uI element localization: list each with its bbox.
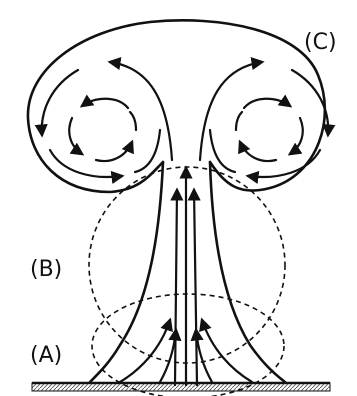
left-vortex-outer-right bbox=[135, 130, 160, 172]
base-inflow-right bbox=[202, 320, 252, 382]
stem-inner-left-flow bbox=[175, 190, 177, 385]
left-vortex-inner-left bbox=[69, 118, 82, 154]
right-vortex-inner-bottom bbox=[240, 142, 276, 161]
right-vortex-inner-left bbox=[236, 112, 242, 130]
left-vortex-inner-right bbox=[130, 112, 136, 130]
left-vortex-outer-bottom bbox=[50, 150, 122, 177]
left-vortex-outer-left bbox=[42, 70, 78, 135]
stem-right-edge bbox=[210, 162, 285, 382]
stage-c-label: (C) bbox=[304, 30, 337, 55]
right-vortex-outer-bottom bbox=[248, 150, 320, 177]
right-vortex-outer-top bbox=[200, 62, 262, 160]
right-vortex-inner-right bbox=[290, 118, 303, 154]
base-inflow-left bbox=[120, 320, 170, 382]
stage-a-label: (A) bbox=[30, 343, 62, 368]
mushroom-cap-outline bbox=[28, 20, 325, 192]
left-vortex-inner-top bbox=[82, 99, 128, 108]
left-vortex-inner-bottom bbox=[96, 142, 132, 161]
stem-left-edge bbox=[90, 162, 163, 382]
stem-inner-right-flow bbox=[194, 190, 197, 385]
stage-b-label: (B) bbox=[30, 257, 62, 282]
left-vortex-outer-top bbox=[110, 62, 172, 160]
right-vortex-inner-top bbox=[244, 99, 290, 108]
